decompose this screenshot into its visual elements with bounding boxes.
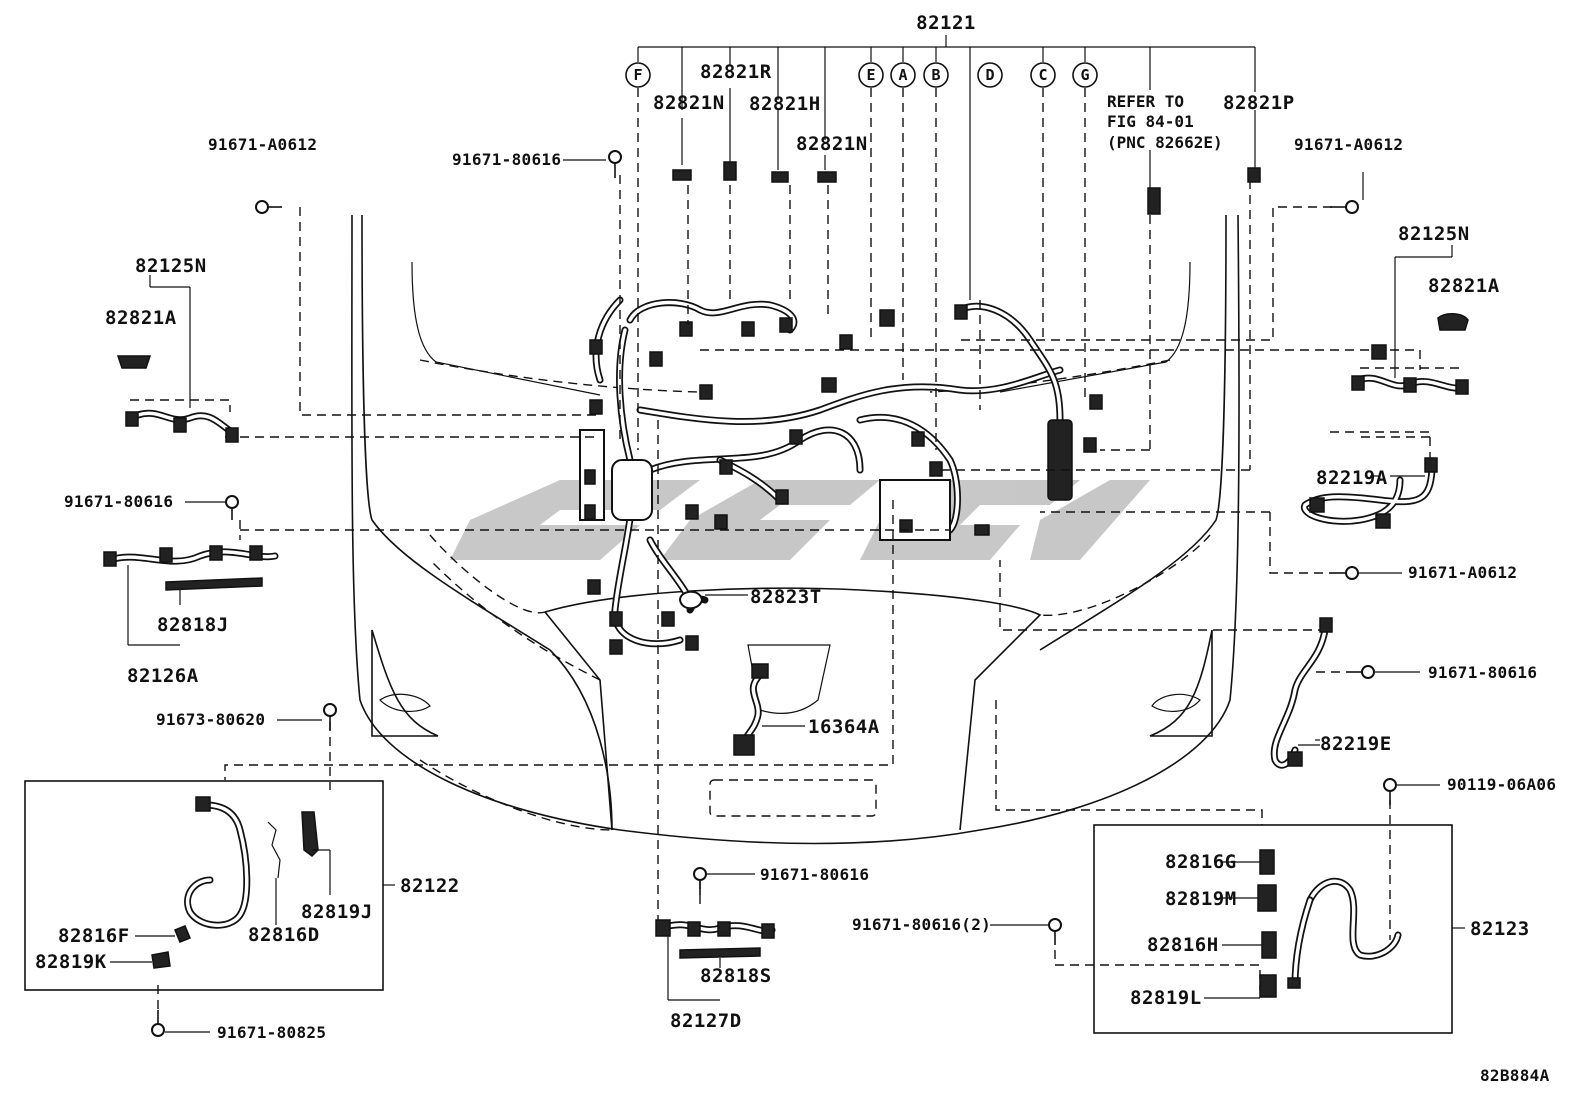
bolt-icon bbox=[323, 703, 337, 730]
label-90119-06a06: 90119-06A06 bbox=[1447, 775, 1556, 794]
bolt-icon bbox=[1330, 566, 1359, 580]
note-line-2: FIG 84-01 bbox=[1107, 112, 1194, 131]
label-82219e: 82219E bbox=[1320, 733, 1392, 755]
figure-code: 82B884A bbox=[1480, 1066, 1550, 1085]
main-part-bracket bbox=[637, 35, 1256, 300]
bolt-icon bbox=[255, 200, 282, 214]
label-82821a-left: 82821A bbox=[105, 307, 177, 329]
svg-text:D: D bbox=[985, 66, 994, 84]
circle-marker-b: B bbox=[923, 62, 949, 88]
note-line-1: REFER TO bbox=[1107, 92, 1184, 111]
label-82819j: 82819J bbox=[301, 901, 373, 923]
sub-harness-82823t bbox=[678, 590, 748, 614]
label-leaders bbox=[165, 159, 1440, 1033]
svg-text:B: B bbox=[931, 66, 940, 84]
label-82821P: 82821P bbox=[1223, 92, 1295, 114]
circle-marker-g: G bbox=[1072, 62, 1098, 88]
assembly-box-82122 bbox=[24, 780, 395, 991]
svg-text:A: A bbox=[898, 66, 907, 84]
bolt-icon bbox=[1383, 778, 1397, 805]
label-82126a: 82126A bbox=[127, 665, 199, 687]
bolt-icon bbox=[1330, 200, 1359, 214]
label-82816h: 82816H bbox=[1147, 934, 1219, 956]
sub-harness-82125n-left bbox=[116, 275, 239, 443]
label-82127d: 82127D bbox=[670, 1010, 742, 1032]
circle-marker-a: A bbox=[890, 62, 916, 88]
dashed-leaders bbox=[157, 88, 1431, 1010]
label-82821a-right: 82821A bbox=[1428, 275, 1500, 297]
label-82819k: 82819K bbox=[35, 951, 107, 973]
label-16364a: 16364A bbox=[808, 716, 880, 738]
sub-harness-82126a bbox=[103, 545, 279, 646]
label-82823t: 82823T bbox=[750, 586, 822, 608]
label-82821N-a: 82821N bbox=[653, 92, 725, 114]
label-82123: 82123 bbox=[1470, 918, 1530, 940]
label-82219a: 82219A bbox=[1316, 467, 1388, 489]
label-82818s: 82818S bbox=[700, 965, 772, 987]
sub-harness-82125n-right bbox=[1351, 245, 1469, 395]
label-82122: 82122 bbox=[400, 875, 460, 897]
bolt-icon bbox=[608, 150, 622, 178]
label-91671-80616-left: 91671-80616 bbox=[64, 492, 173, 511]
label-91671-a0612-mid: 91671-A0612 bbox=[1408, 563, 1517, 582]
bolt-icon bbox=[1346, 665, 1375, 679]
svg-text:F: F bbox=[633, 66, 642, 84]
label-91671-80616-bottom: 91671-80616 bbox=[760, 865, 869, 884]
label-91671-80616-right: 91671-80616 bbox=[1428, 663, 1537, 682]
label-82819m: 82819M bbox=[1165, 888, 1237, 910]
label-91671-80616-top: 91671-80616 bbox=[452, 150, 561, 169]
part-labels: 82121 82821R 82821N 82821H 82821N 82821P… bbox=[35, 12, 1556, 1085]
svg-text:C: C bbox=[1038, 66, 1047, 84]
bolt-icon bbox=[151, 1010, 165, 1037]
sub-harness-82127d bbox=[655, 919, 776, 1001]
svg-text:G: G bbox=[1080, 66, 1089, 84]
label-82816d: 82816D bbox=[248, 924, 320, 946]
circle-marker-e: E bbox=[858, 62, 884, 88]
label-91671-a0612-left: 91671-A0612 bbox=[208, 135, 317, 154]
sub-harness-82219a bbox=[1301, 457, 1438, 529]
label-82821H: 82821H bbox=[749, 93, 821, 115]
label-82821R: 82821R bbox=[700, 61, 772, 83]
label-91671-80825: 91671-80825 bbox=[217, 1023, 326, 1042]
sub-harness-82219e bbox=[1270, 617, 1333, 769]
label-82819l: 82819L bbox=[1130, 987, 1202, 1009]
watermark-logo bbox=[450, 480, 1150, 560]
label-82816g: 82816G bbox=[1165, 851, 1237, 873]
bolt-icon bbox=[225, 495, 239, 520]
label-82121: 82121 bbox=[916, 12, 976, 34]
label-82125n-right: 82125N bbox=[1398, 223, 1470, 245]
main-harness-82121 bbox=[579, 296, 1103, 655]
note-line-3: (PNC 82662E) bbox=[1107, 133, 1223, 152]
sub-harness-16364a bbox=[733, 663, 805, 756]
label-91673-80620: 91673-80620 bbox=[156, 710, 265, 729]
label-82818j: 82818J bbox=[157, 614, 229, 636]
circle-marker-c: C bbox=[1030, 62, 1056, 88]
circle-marker-d: D bbox=[977, 62, 1003, 88]
bolt-icon bbox=[1048, 918, 1062, 945]
label-91671-80616-2: 91671-80616(2) bbox=[852, 915, 991, 934]
top-small-parts bbox=[672, 161, 1261, 215]
label-82125n-left: 82125N bbox=[135, 255, 207, 277]
circle-markers: F E A B D C G bbox=[625, 62, 1098, 88]
assembly-box-82123 bbox=[1093, 824, 1465, 1034]
label-91671-a0612-right: 91671-A0612 bbox=[1294, 135, 1403, 154]
car-body-outline bbox=[351, 214, 1240, 845]
label-82816f: 82816F bbox=[58, 925, 130, 947]
svg-text:E: E bbox=[866, 66, 875, 84]
label-82821N-b: 82821N bbox=[796, 133, 868, 155]
bolt-icon bbox=[693, 867, 707, 895]
circle-marker-f: F bbox=[625, 62, 651, 88]
